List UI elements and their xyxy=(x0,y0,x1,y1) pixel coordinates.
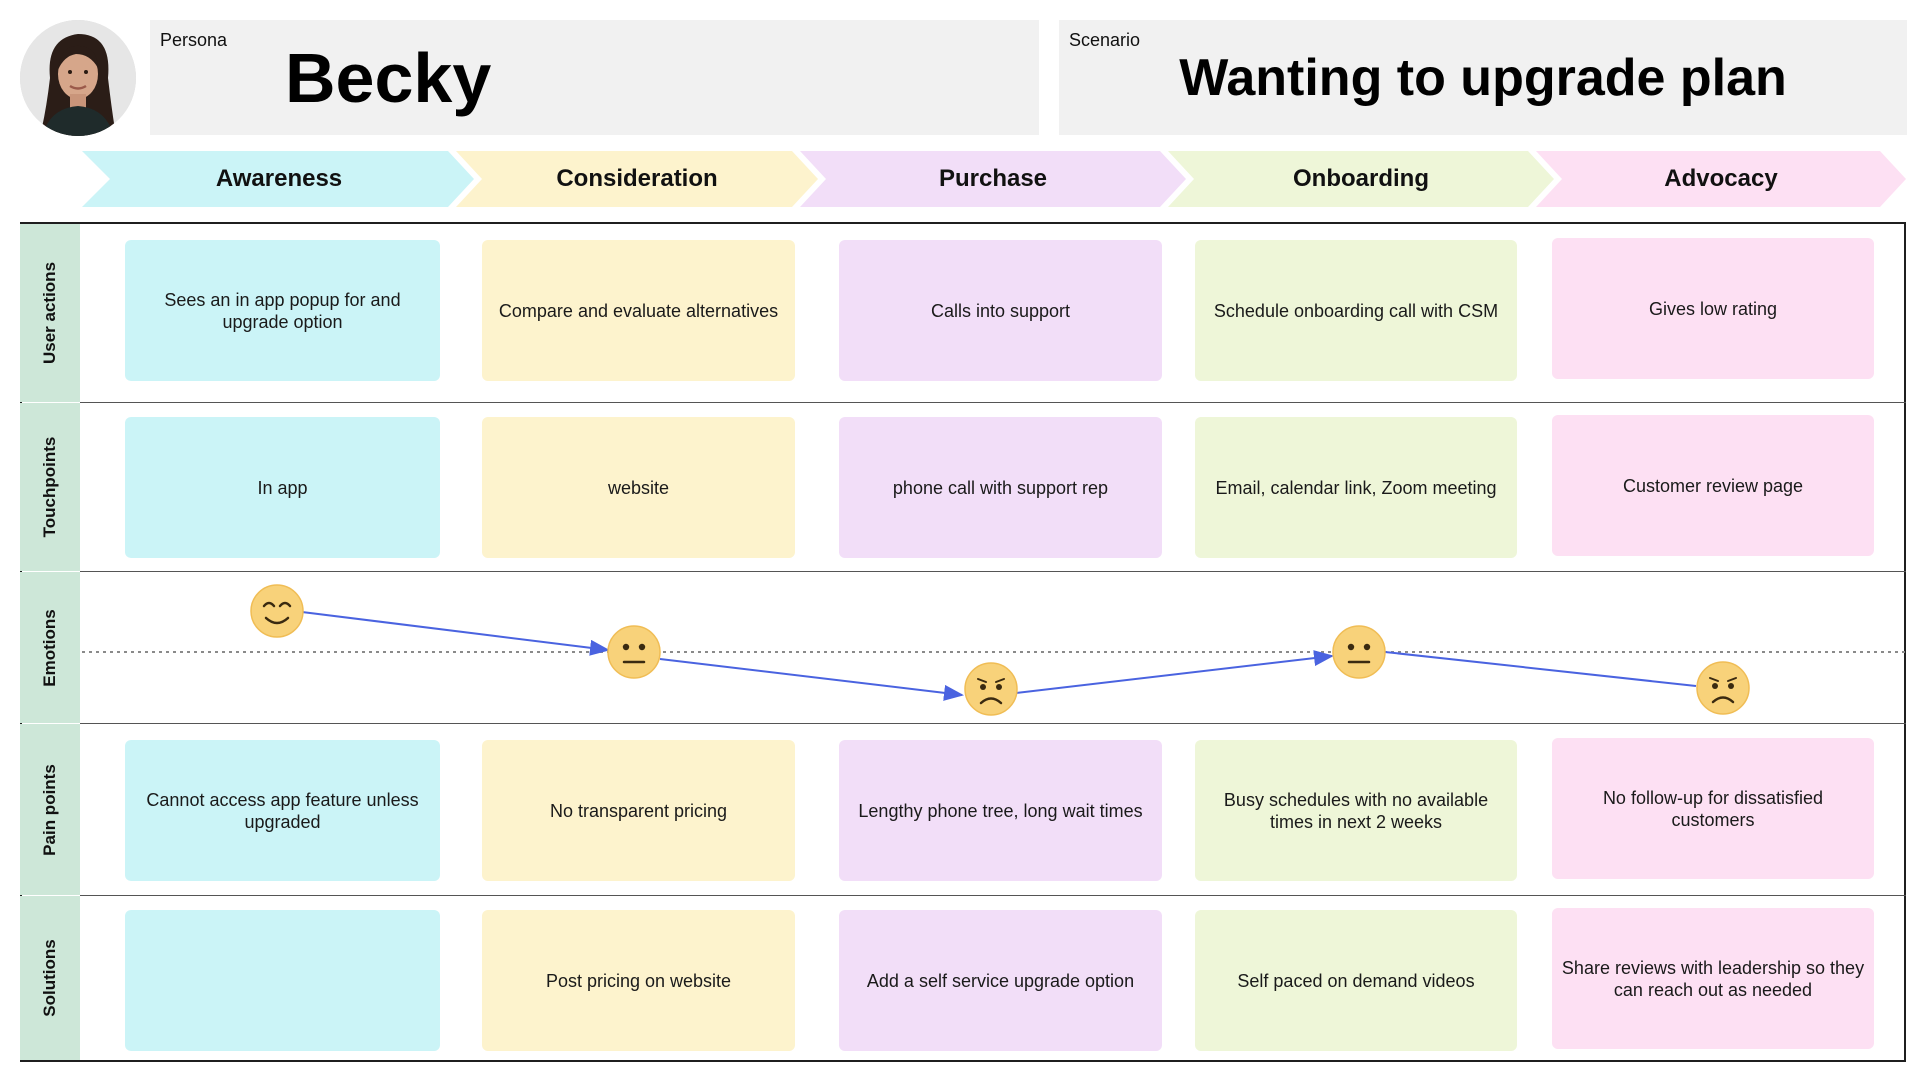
pain-point-card-advocacy: No follow-up for dissatisfied customers xyxy=(1552,738,1874,879)
persona-photo xyxy=(20,20,136,136)
stage-advocacy: Advocacy xyxy=(1664,165,1778,192)
touchpoint-card-purchase: phone call with support rep xyxy=(839,417,1162,558)
row-divider xyxy=(80,402,1906,403)
user-action-card-advocacy: Gives low rating xyxy=(1552,238,1874,379)
user-action-card-onboarding: Schedule onboarding call with CSM xyxy=(1195,240,1517,381)
row-label-emotions: Emotions xyxy=(20,572,80,723)
user-action-card-purchase: Calls into support xyxy=(839,240,1162,381)
row-label-touchpoints: Touchpoints xyxy=(20,403,80,571)
solution-card-awareness xyxy=(125,910,440,1051)
persona-label: Persona xyxy=(160,30,228,50)
pain-point-card-awareness: Cannot access app feature unless upgrade… xyxy=(125,740,440,881)
row-divider xyxy=(80,895,1906,896)
stage-purchase: Purchase xyxy=(938,165,1048,192)
row-divider xyxy=(80,571,1906,572)
touchpoint-card-advocacy: Customer review page xyxy=(1552,415,1874,556)
solution-card-onboarding: Self paced on demand videos xyxy=(1195,910,1517,1051)
touchpoint-card-onboarding: Email, calendar link, Zoom meeting xyxy=(1195,417,1517,558)
touchpoint-card-consideration: website xyxy=(482,417,795,558)
solution-card-purchase: Add a self service upgrade option xyxy=(839,910,1162,1051)
stage-onboarding: Onboarding xyxy=(1293,165,1429,192)
persona-header: Persona Becky xyxy=(150,20,1039,135)
stage-awareness: Awareness xyxy=(215,165,343,192)
scenario-label: Scenario xyxy=(1069,30,1141,50)
solution-card-advocacy: Share reviews with leadership so they ca… xyxy=(1552,908,1874,1049)
persona-name: Becky xyxy=(285,39,492,117)
row-label-solutions: Solutions xyxy=(20,896,80,1060)
user-action-card-consideration: Compare and evaluate alternatives xyxy=(482,240,795,381)
row-label-user-actions: User actions xyxy=(20,224,80,402)
persona-avatar xyxy=(20,20,136,136)
row-divider xyxy=(80,723,1906,724)
pain-point-card-onboarding: Busy schedules with no available times i… xyxy=(1195,740,1517,881)
stage-consideration: Consideration xyxy=(556,165,718,192)
scenario-title: Wanting to upgrade plan xyxy=(1179,49,1787,107)
touchpoint-card-awareness: In app xyxy=(125,417,440,558)
pain-point-card-purchase: Lengthy phone tree, long wait times xyxy=(839,740,1162,881)
scenario-header: Scenario Wanting to upgrade plan xyxy=(1059,20,1907,135)
pain-point-card-consideration: No transparent pricing xyxy=(482,740,795,881)
row-label-pain-points: Pain points xyxy=(20,724,80,895)
user-action-card-awareness: Sees an in app popup for and upgrade opt… xyxy=(125,240,440,381)
solution-card-consideration: Post pricing on website xyxy=(482,910,795,1051)
